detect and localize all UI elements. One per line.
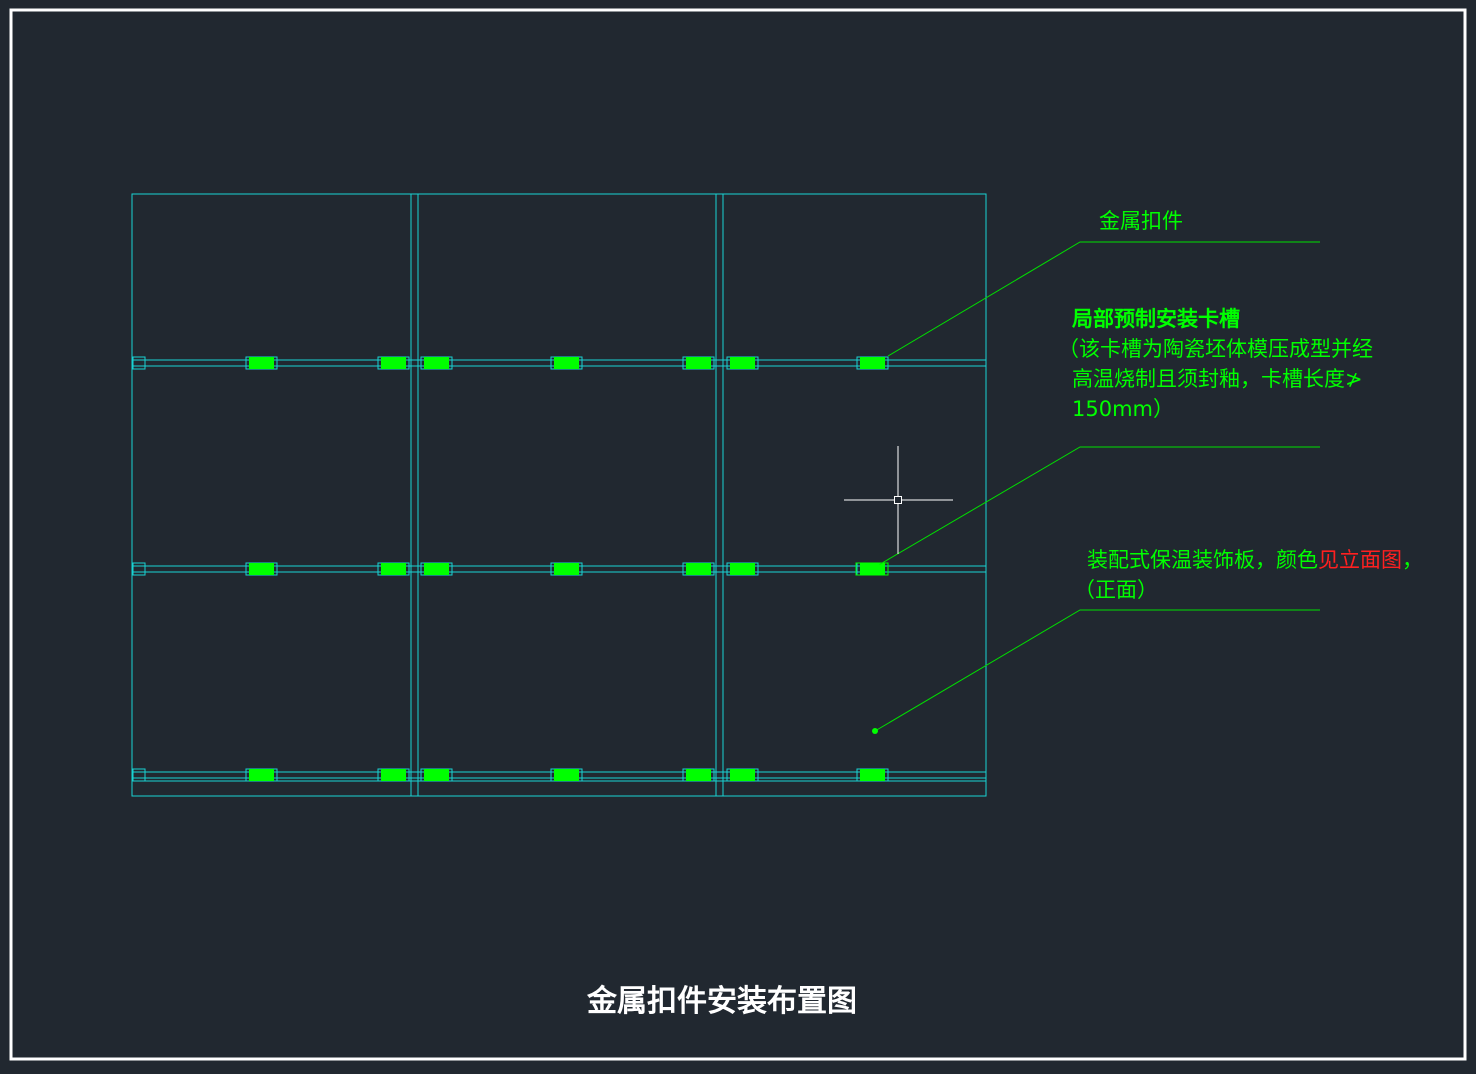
panel-outline [131,193,987,797]
metal-clip [686,769,711,781]
label-slot-desc-1: （该卡槽为陶瓷坯体模压成型并经 [1058,337,1373,361]
metal-clip [249,357,274,369]
label-slot-title: 局部预制安装卡槽 [1072,307,1240,331]
panel-grid [131,193,987,797]
metal-clip [860,769,885,781]
edge-slot [132,562,146,576]
metal-clip [554,357,579,369]
label-metal-clip: 金属扣件 [1099,209,1183,233]
label-slot-desc-2: 高温烧制且须封釉，卡槽长度≯ [1072,367,1363,391]
drawing-title: 金属扣件安装布置图 [587,984,857,1019]
leader-panel [874,609,1320,732]
label-panel-line1: 装配式保温装饰板，颜色见立面图， [1087,545,1423,575]
edge-slot [132,768,146,782]
leader-dot [874,563,880,569]
sheet-frame [9,8,1467,1061]
crosshair-box [894,496,902,504]
leader-dot [872,728,878,734]
metal-clip [249,563,274,575]
selected-slot [855,562,889,576]
metal-clip [730,357,755,369]
leader-metal-clip [887,241,1320,357]
metal-clip [554,769,579,781]
metal-clip [381,563,406,575]
label-panel-red: 见立面图 [1318,548,1402,572]
label-panel-line2: （正面） [1074,578,1158,602]
metal-clip [424,769,449,781]
metal-clip [381,357,406,369]
metal-clip [730,769,755,781]
metal-clip [424,563,449,575]
metal-clip [730,563,755,575]
leaders [874,241,1320,732]
leader-slot [876,446,1320,567]
edge-slot [132,356,146,370]
metal-clip [686,357,711,369]
metal-clip [860,563,885,575]
label-panel-suffix: ， [1402,548,1423,572]
slot-outline [855,562,889,576]
metal-clip [860,357,885,369]
label-slot-desc-3: 150mm） [1072,397,1174,421]
metal-clip [686,563,711,575]
metal-clip [554,563,579,575]
metal-clip [424,357,449,369]
label-panel-prefix: 装配式保温装饰板，颜色 [1087,548,1318,572]
metal-clip [381,769,406,781]
metal-clip [249,769,274,781]
crosshair-cursor [844,446,953,554]
metal-clips [245,356,889,782]
